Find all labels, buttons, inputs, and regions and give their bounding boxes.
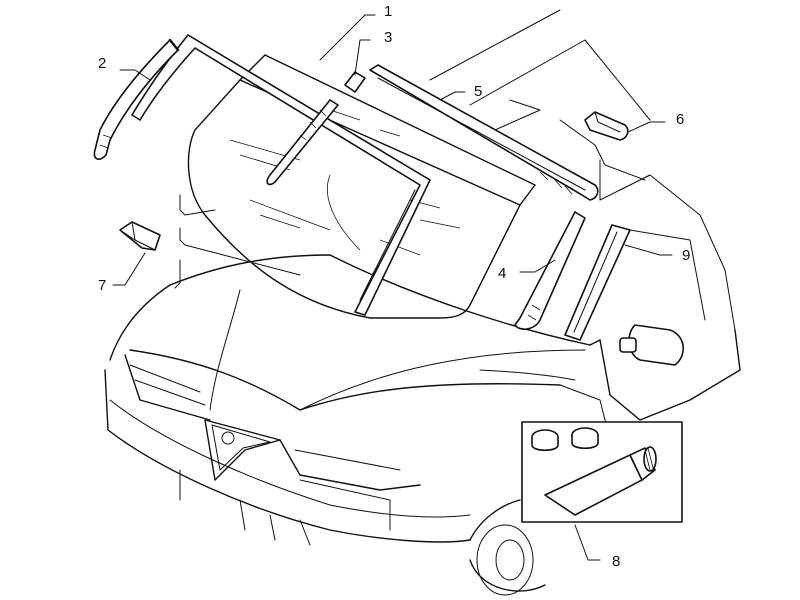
car-body-outline <box>104 9 741 596</box>
part-6-end-cap <box>584 111 629 141</box>
callout-6: 6 <box>676 111 684 128</box>
part-2-side-moulding <box>93 38 180 160</box>
windscreen-glass <box>187 54 536 319</box>
callout-8: 8 <box>612 553 620 570</box>
part-5-upper-strip <box>369 64 599 201</box>
callout-7: 7 <box>98 277 106 294</box>
callout-5: 5 <box>474 83 482 100</box>
callout-2: 2 <box>98 55 106 72</box>
callout-3: 3 <box>384 29 392 46</box>
part-7-bracket <box>119 221 161 251</box>
callout-9: 9 <box>682 247 690 264</box>
part-9-side-strip <box>564 224 631 341</box>
part-4-pillar-trim <box>514 211 586 330</box>
callout-4: 4 <box>498 265 506 282</box>
part-8-kit-box <box>521 421 683 523</box>
leader-lines <box>112 14 673 561</box>
callout-1: 1 <box>384 3 392 20</box>
part-3-clip <box>266 71 366 186</box>
windscreen-moulding-frame <box>131 34 431 316</box>
